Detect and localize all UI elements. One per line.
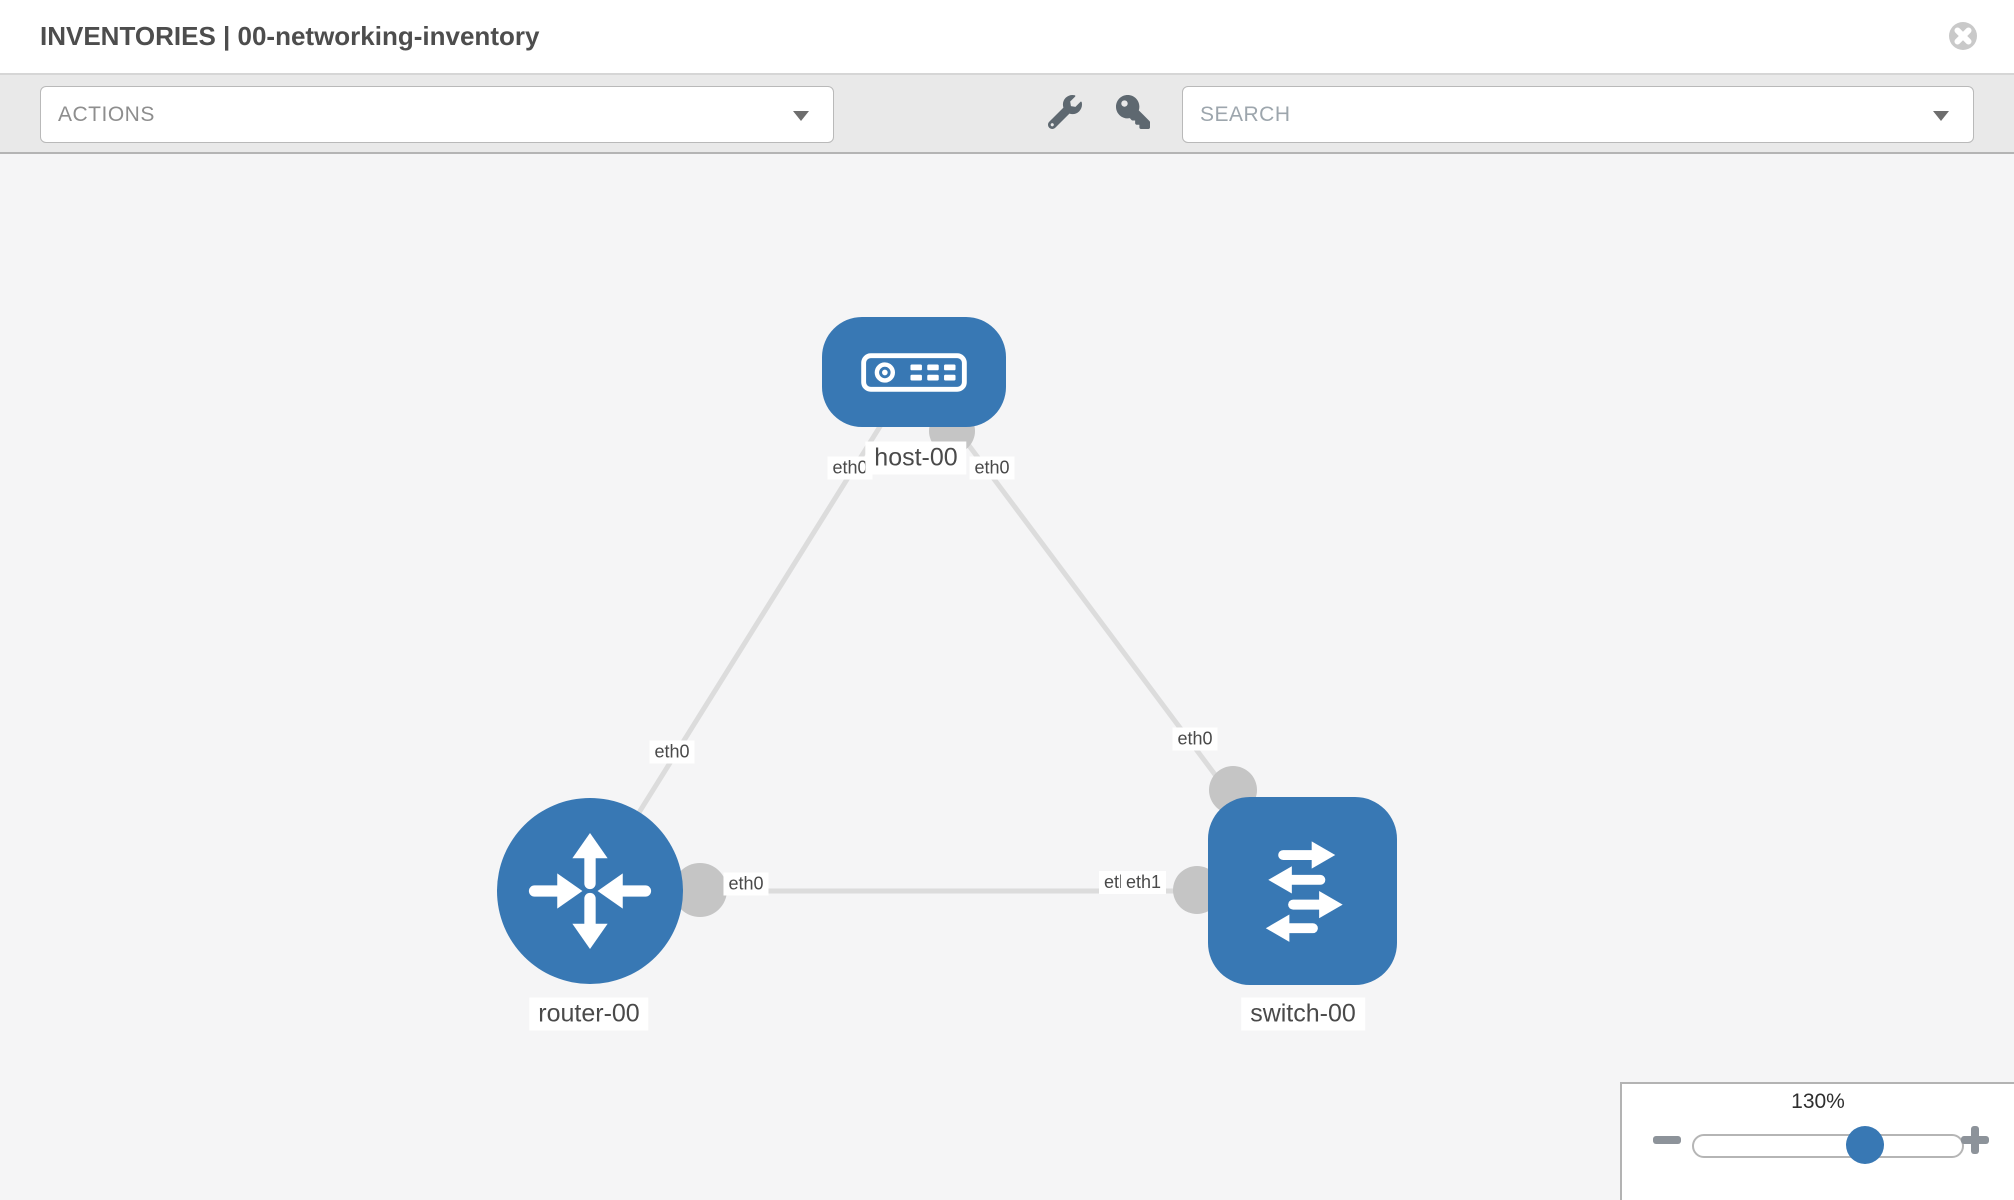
close-button[interactable] [1948, 21, 1978, 51]
caret-down-icon [1933, 111, 1949, 121]
node-switch-00[interactable] [1208, 797, 1397, 985]
zoom-control-panel: 130% [1620, 1082, 2014, 1200]
search-dropdown[interactable]: SEARCH [1182, 86, 1974, 143]
zoom-slider-thumb[interactable] [1846, 1126, 1884, 1164]
minus-icon [1653, 1136, 1681, 1144]
iface-label: eth0 [969, 456, 1015, 480]
switch-icon [1265, 841, 1343, 942]
actions-dropdown[interactable]: ACTIONS [40, 86, 834, 143]
toolbar: ACTIONS SEARCH [0, 75, 2014, 154]
iface-label: eth1 [1121, 871, 1167, 894]
iface-label: eth0 [723, 872, 769, 896]
page-title: INVENTORIES | 00-networking-inventory [40, 21, 540, 51]
node-host-00[interactable] [822, 317, 1006, 427]
search-placeholder: SEARCH [1200, 103, 1291, 126]
topology-canvas [0, 156, 2014, 1200]
wrench-icon [1047, 95, 1082, 130]
actions-dropdown-label: ACTIONS [58, 103, 155, 126]
router-icon [528, 833, 652, 949]
zoom-out-button[interactable] [1652, 1124, 1682, 1154]
iface-label: eth0 [649, 740, 695, 764]
zoom-slider-track[interactable] [1692, 1134, 1964, 1158]
key-icon [1116, 95, 1150, 129]
node-label-router: router-00 [529, 997, 649, 1031]
close-icon [1949, 22, 1977, 50]
host-icon [861, 352, 967, 392]
configure-button[interactable] [1047, 95, 1086, 133]
credentials-button[interactable] [1116, 95, 1154, 133]
zoom-in-button[interactable] [1960, 1124, 1990, 1154]
header-bar: INVENTORIES | 00-networking-inventory [0, 0, 2014, 75]
iface-label: eth0 [827, 456, 873, 480]
port-circle [673, 863, 727, 917]
node-label-host: host-00 [865, 441, 967, 475]
node-label-switch: switch-00 [1241, 997, 1365, 1031]
node-router-00[interactable] [497, 798, 683, 984]
iface-label: eth0 [1172, 727, 1218, 751]
caret-down-icon [793, 111, 809, 121]
zoom-level-value: 130% [1791, 1090, 1845, 1113]
